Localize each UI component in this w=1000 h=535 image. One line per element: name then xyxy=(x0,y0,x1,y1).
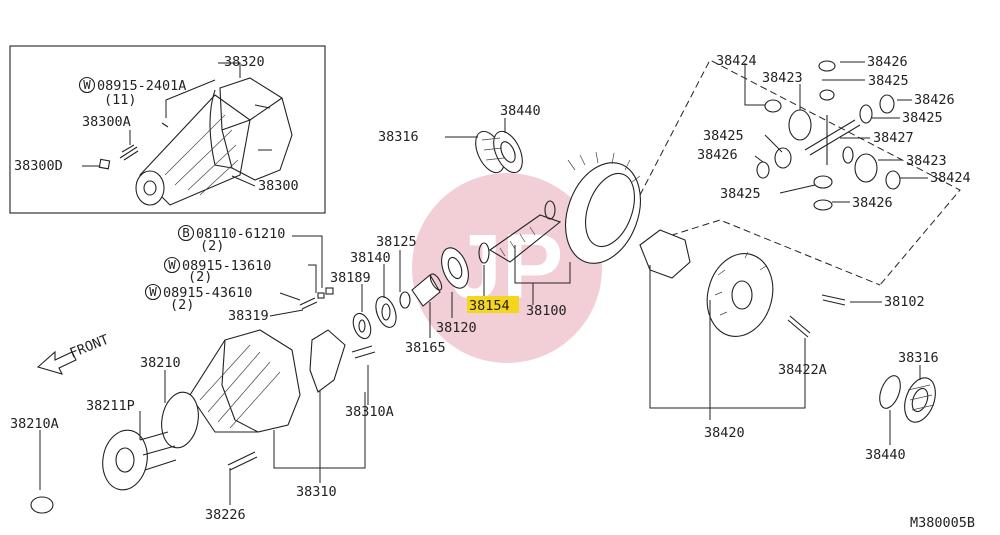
label-38154: 38154 xyxy=(469,298,510,314)
label-38420: 38420 xyxy=(704,425,745,441)
shim-drawing xyxy=(478,242,490,264)
label-qty-2-b: (2) xyxy=(188,269,212,285)
label-38102: 38102 xyxy=(884,294,925,310)
label-38310A: 38310A xyxy=(345,404,394,420)
label-38125: 38125 xyxy=(376,234,417,250)
front-arrow-icon xyxy=(36,350,77,375)
label-38425-b: 38425 xyxy=(902,110,943,126)
label-38300: 38300 xyxy=(258,178,299,194)
label-38426-d: 38426 xyxy=(852,195,893,211)
label-38424-bottom: 38424 xyxy=(930,170,971,186)
label-38140: 38140 xyxy=(350,250,391,266)
label-38440-top: 38440 xyxy=(500,103,541,119)
diff-dashed-frame-top xyxy=(639,59,961,286)
w-badge: W xyxy=(144,283,162,301)
bolt-set-drawing xyxy=(299,287,334,310)
inset-frame xyxy=(9,45,326,214)
label-38320: 38320 xyxy=(224,54,265,70)
label-38189: 38189 xyxy=(330,270,371,286)
differential-gears-drawing xyxy=(756,60,901,211)
label-qty-2-a: (2) xyxy=(200,238,224,254)
label-08915-43610: 08915-43610 xyxy=(163,285,252,301)
label-38427: 38427 xyxy=(873,130,914,146)
label-38210A: 38210A xyxy=(10,416,59,432)
side-bearing-drawing xyxy=(879,375,936,423)
label-38426-c: 38426 xyxy=(697,147,738,163)
highlight-38154 xyxy=(467,296,519,313)
label-38300D: 38300D xyxy=(14,158,63,174)
label-38226: 38226 xyxy=(205,507,246,523)
diff-dashed-frame-bottom xyxy=(649,219,881,286)
label-qty-2-c: (2) xyxy=(170,297,194,313)
diagram-code: M380005B xyxy=(910,515,975,531)
svg-text:W: W xyxy=(83,77,91,92)
svg-text:W: W xyxy=(168,257,176,272)
w-badge: W xyxy=(163,256,181,274)
label-38426-b: 38426 xyxy=(914,92,955,108)
svg-text:B: B xyxy=(182,225,190,240)
label-38100: 38100 xyxy=(526,303,567,319)
front-label: FRONT xyxy=(68,332,112,362)
label-38426-a: 38426 xyxy=(867,54,908,70)
label-38423-bottom: 38423 xyxy=(906,153,947,169)
inner-bearing-drawing xyxy=(441,247,469,289)
spacer-drawing xyxy=(411,273,443,307)
label-38319: 38319 xyxy=(228,308,269,324)
label-38120: 38120 xyxy=(436,320,477,336)
label-38210: 38210 xyxy=(140,355,181,371)
label-08915-13610: 08915-13610 xyxy=(182,258,271,274)
final-drive-housing-drawing xyxy=(102,329,376,491)
ring-gear-drawing xyxy=(488,151,641,264)
label-38165: 38165 xyxy=(405,340,446,356)
label-38440-right: 38440 xyxy=(865,447,906,463)
svg-text:W: W xyxy=(149,284,157,299)
label-38425-c: 38425 xyxy=(703,128,744,144)
label-38424-top: 38424 xyxy=(716,53,757,69)
differential-case-drawing xyxy=(639,229,846,338)
label-08915-2401A: 08915-2401A xyxy=(97,78,186,94)
label-38316-top: 38316 xyxy=(378,129,419,145)
label-38422A: 38422A xyxy=(778,362,827,378)
w-badge: W xyxy=(78,76,96,94)
label-qty-11: (11) xyxy=(104,92,137,108)
label-38300A: 38300A xyxy=(82,114,131,130)
label-38316-right: 38316 xyxy=(898,350,939,366)
housing-cover-drawing xyxy=(98,77,293,206)
label-38425-a: 38425 xyxy=(868,73,909,89)
label-38425-d: 38425 xyxy=(720,186,761,202)
label-38211P: 38211P xyxy=(86,398,135,414)
label-38310: 38310 xyxy=(296,484,337,500)
label-38423-top: 38423 xyxy=(762,70,803,86)
b-badge: B xyxy=(177,224,195,242)
nut-drawing xyxy=(30,496,54,514)
front-bearing-drawing xyxy=(352,291,411,340)
label-08110-61210: 08110-61210 xyxy=(196,226,285,242)
pinion-bearing-drawing xyxy=(475,130,523,174)
